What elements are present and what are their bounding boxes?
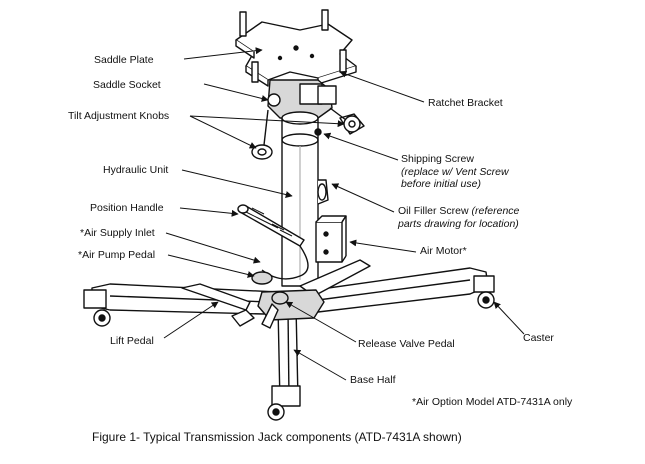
caster-front: [267, 385, 301, 421]
leader-caster: [493, 301, 525, 335]
label-oil-filler-screw: Oil Filler Screw (reference: [398, 205, 519, 217]
leader-tilt-left: [189, 115, 257, 149]
label-lift-pedal: Lift Pedal: [110, 335, 154, 347]
figure-caption: Figure 1- Typical Transmission Jack comp…: [92, 430, 462, 444]
leader-air-supply-inlet: [165, 232, 261, 264]
leader-saddle-plate: [183, 47, 263, 60]
label-air-supply-inlet: *Air Supply Inlet: [80, 227, 155, 239]
leader-shipping-screw: [323, 132, 399, 161]
note-oil-filler-2: parts drawing for location): [398, 218, 519, 230]
tilt-knob-left: [251, 144, 273, 160]
label-tilt-adjustment-knobs: Tilt Adjustment Knobs: [68, 110, 170, 122]
jack-drawing: [83, 9, 495, 421]
label-shipping-screw: Shipping Screw: [401, 153, 474, 165]
leader-tilt-right: [189, 115, 345, 128]
release-valve-pedal: [261, 291, 289, 329]
label-saddle-plate: Saddle Plate: [94, 54, 154, 66]
note-shipping-screw-1: (replace w/ Vent Screw: [401, 166, 509, 178]
label-base-half: Base Half: [350, 374, 396, 386]
air-pump-pedal: [251, 271, 273, 285]
air-option-note: *Air Option Model ATD-7431A only: [412, 396, 573, 408]
label-ratchet-bracket: Ratchet Bracket: [428, 97, 503, 109]
leader-air-motor: [349, 239, 417, 253]
label-position-handle: Position Handle: [90, 202, 164, 214]
leader-release-valve-pedal: [285, 301, 357, 343]
leader-lift-pedal: [163, 301, 219, 339]
leader-hydraulic-unit: [181, 169, 293, 198]
oil-filler-note-1: (reference: [471, 205, 520, 217]
leader-oil-filler-screw: [331, 183, 395, 213]
leader-position-handle: [179, 207, 239, 217]
label-caster: Caster: [523, 332, 554, 344]
label-saddle-socket: Saddle Socket: [93, 79, 161, 91]
ratchet-bracket: [317, 85, 337, 105]
oil-filler-name: Oil Filler Screw: [398, 205, 469, 217]
tilt-knob-right: [339, 113, 365, 135]
label-air-motor: Air Motor*: [420, 245, 467, 257]
leader-ratchet-bracket: [339, 70, 425, 103]
note-shipping-screw-2: before initial use): [401, 178, 481, 190]
lift-pedal: [181, 283, 255, 327]
label-release-valve-pedal: Release Valve Pedal: [358, 338, 455, 350]
leader-air-pump-pedal: [167, 254, 255, 278]
air-motor: [315, 215, 347, 263]
caster-left: [83, 289, 111, 327]
label-hydraulic-unit: Hydraulic Unit: [103, 164, 169, 176]
leader-saddle-socket: [203, 83, 269, 102]
position-handle: [237, 204, 309, 280]
leader-base-half: [293, 349, 347, 381]
caster-right: [473, 275, 495, 309]
leader-lines: [163, 47, 525, 381]
label-air-pump-pedal: *Air Pump Pedal: [78, 249, 156, 261]
